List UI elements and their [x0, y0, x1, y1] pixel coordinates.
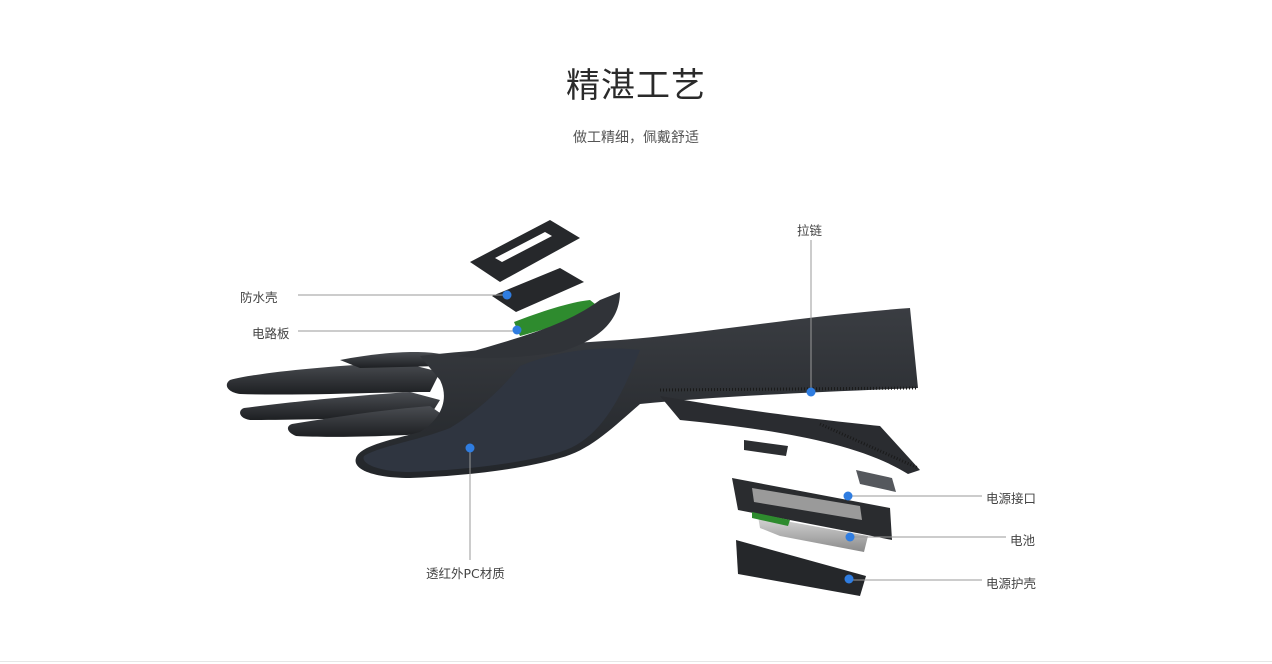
power-port-part [732, 478, 892, 540]
callout-dot-zipper[interactable] [806, 387, 816, 397]
label-waterproof-shell: 防水壳 [240, 290, 278, 305]
glove-palm-panel [363, 348, 640, 472]
callout-dot-power-case[interactable] [844, 574, 854, 584]
callout-dot-battery[interactable] [845, 532, 855, 542]
page-title: 精湛工艺 [566, 66, 706, 106]
callout-dot-waterproof-shell[interactable] [502, 290, 512, 300]
label-zipper: 拉链 [797, 223, 823, 238]
clip-part [856, 470, 896, 492]
label-ir-pc-material: 透红外PC材质 [426, 566, 505, 581]
section-divider [0, 661, 1272, 662]
leader-lines [298, 240, 1006, 581]
power-case-part [736, 540, 866, 596]
zipper-flap [660, 396, 920, 474]
page-subtitle: 做工精细，佩戴舒适 [573, 130, 699, 146]
zipper-teeth [659, 386, 919, 470]
callout-dot-ir-pc[interactable] [465, 443, 475, 453]
label-power-case: 电源护壳 [986, 576, 1037, 591]
label-circuit-board: 电路板 [252, 326, 290, 341]
callout-dot-circuit-board[interactable] [512, 325, 522, 335]
label-power-port: 电源接口 [986, 491, 1037, 506]
label-battery: 电池 [1010, 533, 1036, 548]
top-mount [458, 292, 620, 359]
waterproof-shell-part [470, 220, 584, 312]
callout-dot-power-port[interactable] [843, 491, 853, 501]
glove-fingers [226, 352, 450, 437]
circuit-board-part [514, 300, 600, 336]
battery-board [752, 512, 790, 526]
clip-part [744, 440, 788, 456]
